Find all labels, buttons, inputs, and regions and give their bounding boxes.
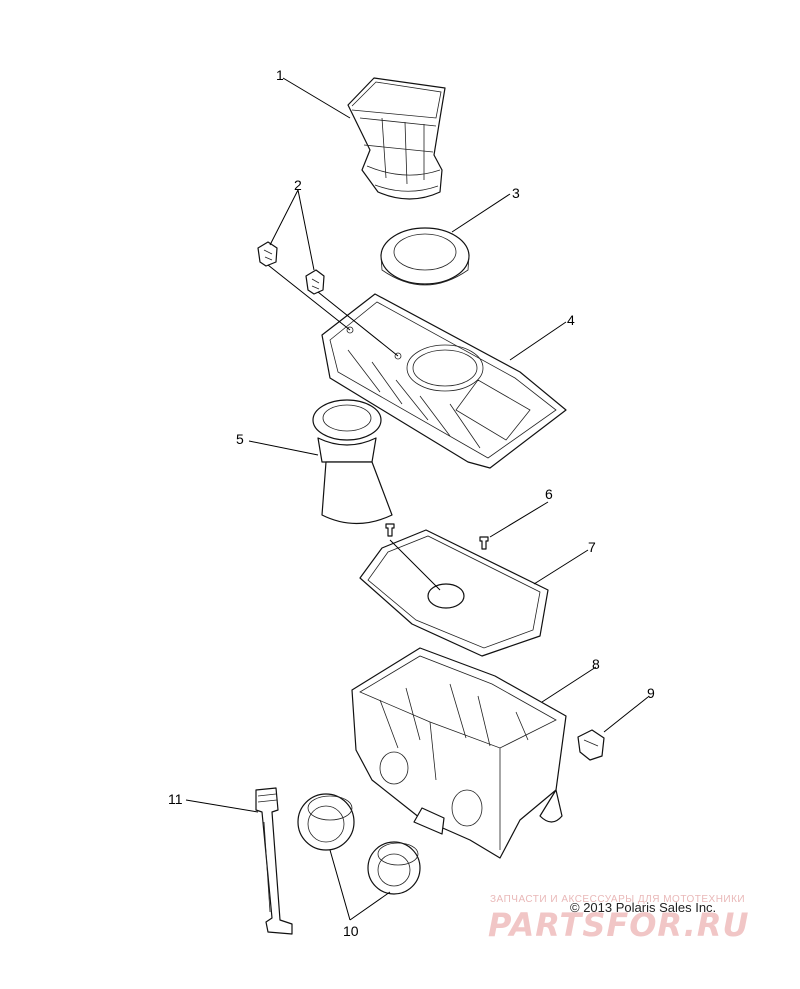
callout-10: 10 (343, 923, 359, 939)
callout-6: 6 (545, 486, 553, 502)
callout-4: 4 (567, 312, 575, 328)
leader-lines (185, 77, 649, 921)
callout-7: 7 (588, 539, 596, 555)
watermark-tagline: ЗАПЧАСТИ И АКСЕССУАРЫ ДЛЯ МОТОТЕХНИКИ (490, 894, 746, 905)
watermark-brand: PARTSFOR.RU (488, 906, 750, 944)
part-4-airbox-lid[interactable] (321, 293, 567, 469)
part-9-clip[interactable] (577, 729, 605, 761)
part-7-plate[interactable] (359, 529, 549, 657)
part-2-clips[interactable] (257, 241, 325, 295)
part-3-ring[interactable] (380, 227, 470, 286)
callout-5: 5 (236, 431, 244, 447)
part-10-grommets[interactable] (297, 793, 421, 895)
callout-8: 8 (592, 656, 600, 672)
part-11-strap[interactable] (255, 787, 293, 935)
callout-9: 9 (647, 685, 655, 701)
part-5-velocity-stack[interactable] (312, 399, 393, 524)
callout-2: 2 (294, 177, 302, 193)
callout-1: 1 (276, 67, 284, 83)
callout-11: 11 (168, 791, 183, 807)
part-1-intake-boot[interactable] (347, 77, 446, 200)
part-8-airbox-body[interactable] (351, 647, 567, 859)
copyright-notice: © 2013 Polaris Sales Inc. (570, 900, 717, 915)
callout-3: 3 (512, 185, 520, 201)
